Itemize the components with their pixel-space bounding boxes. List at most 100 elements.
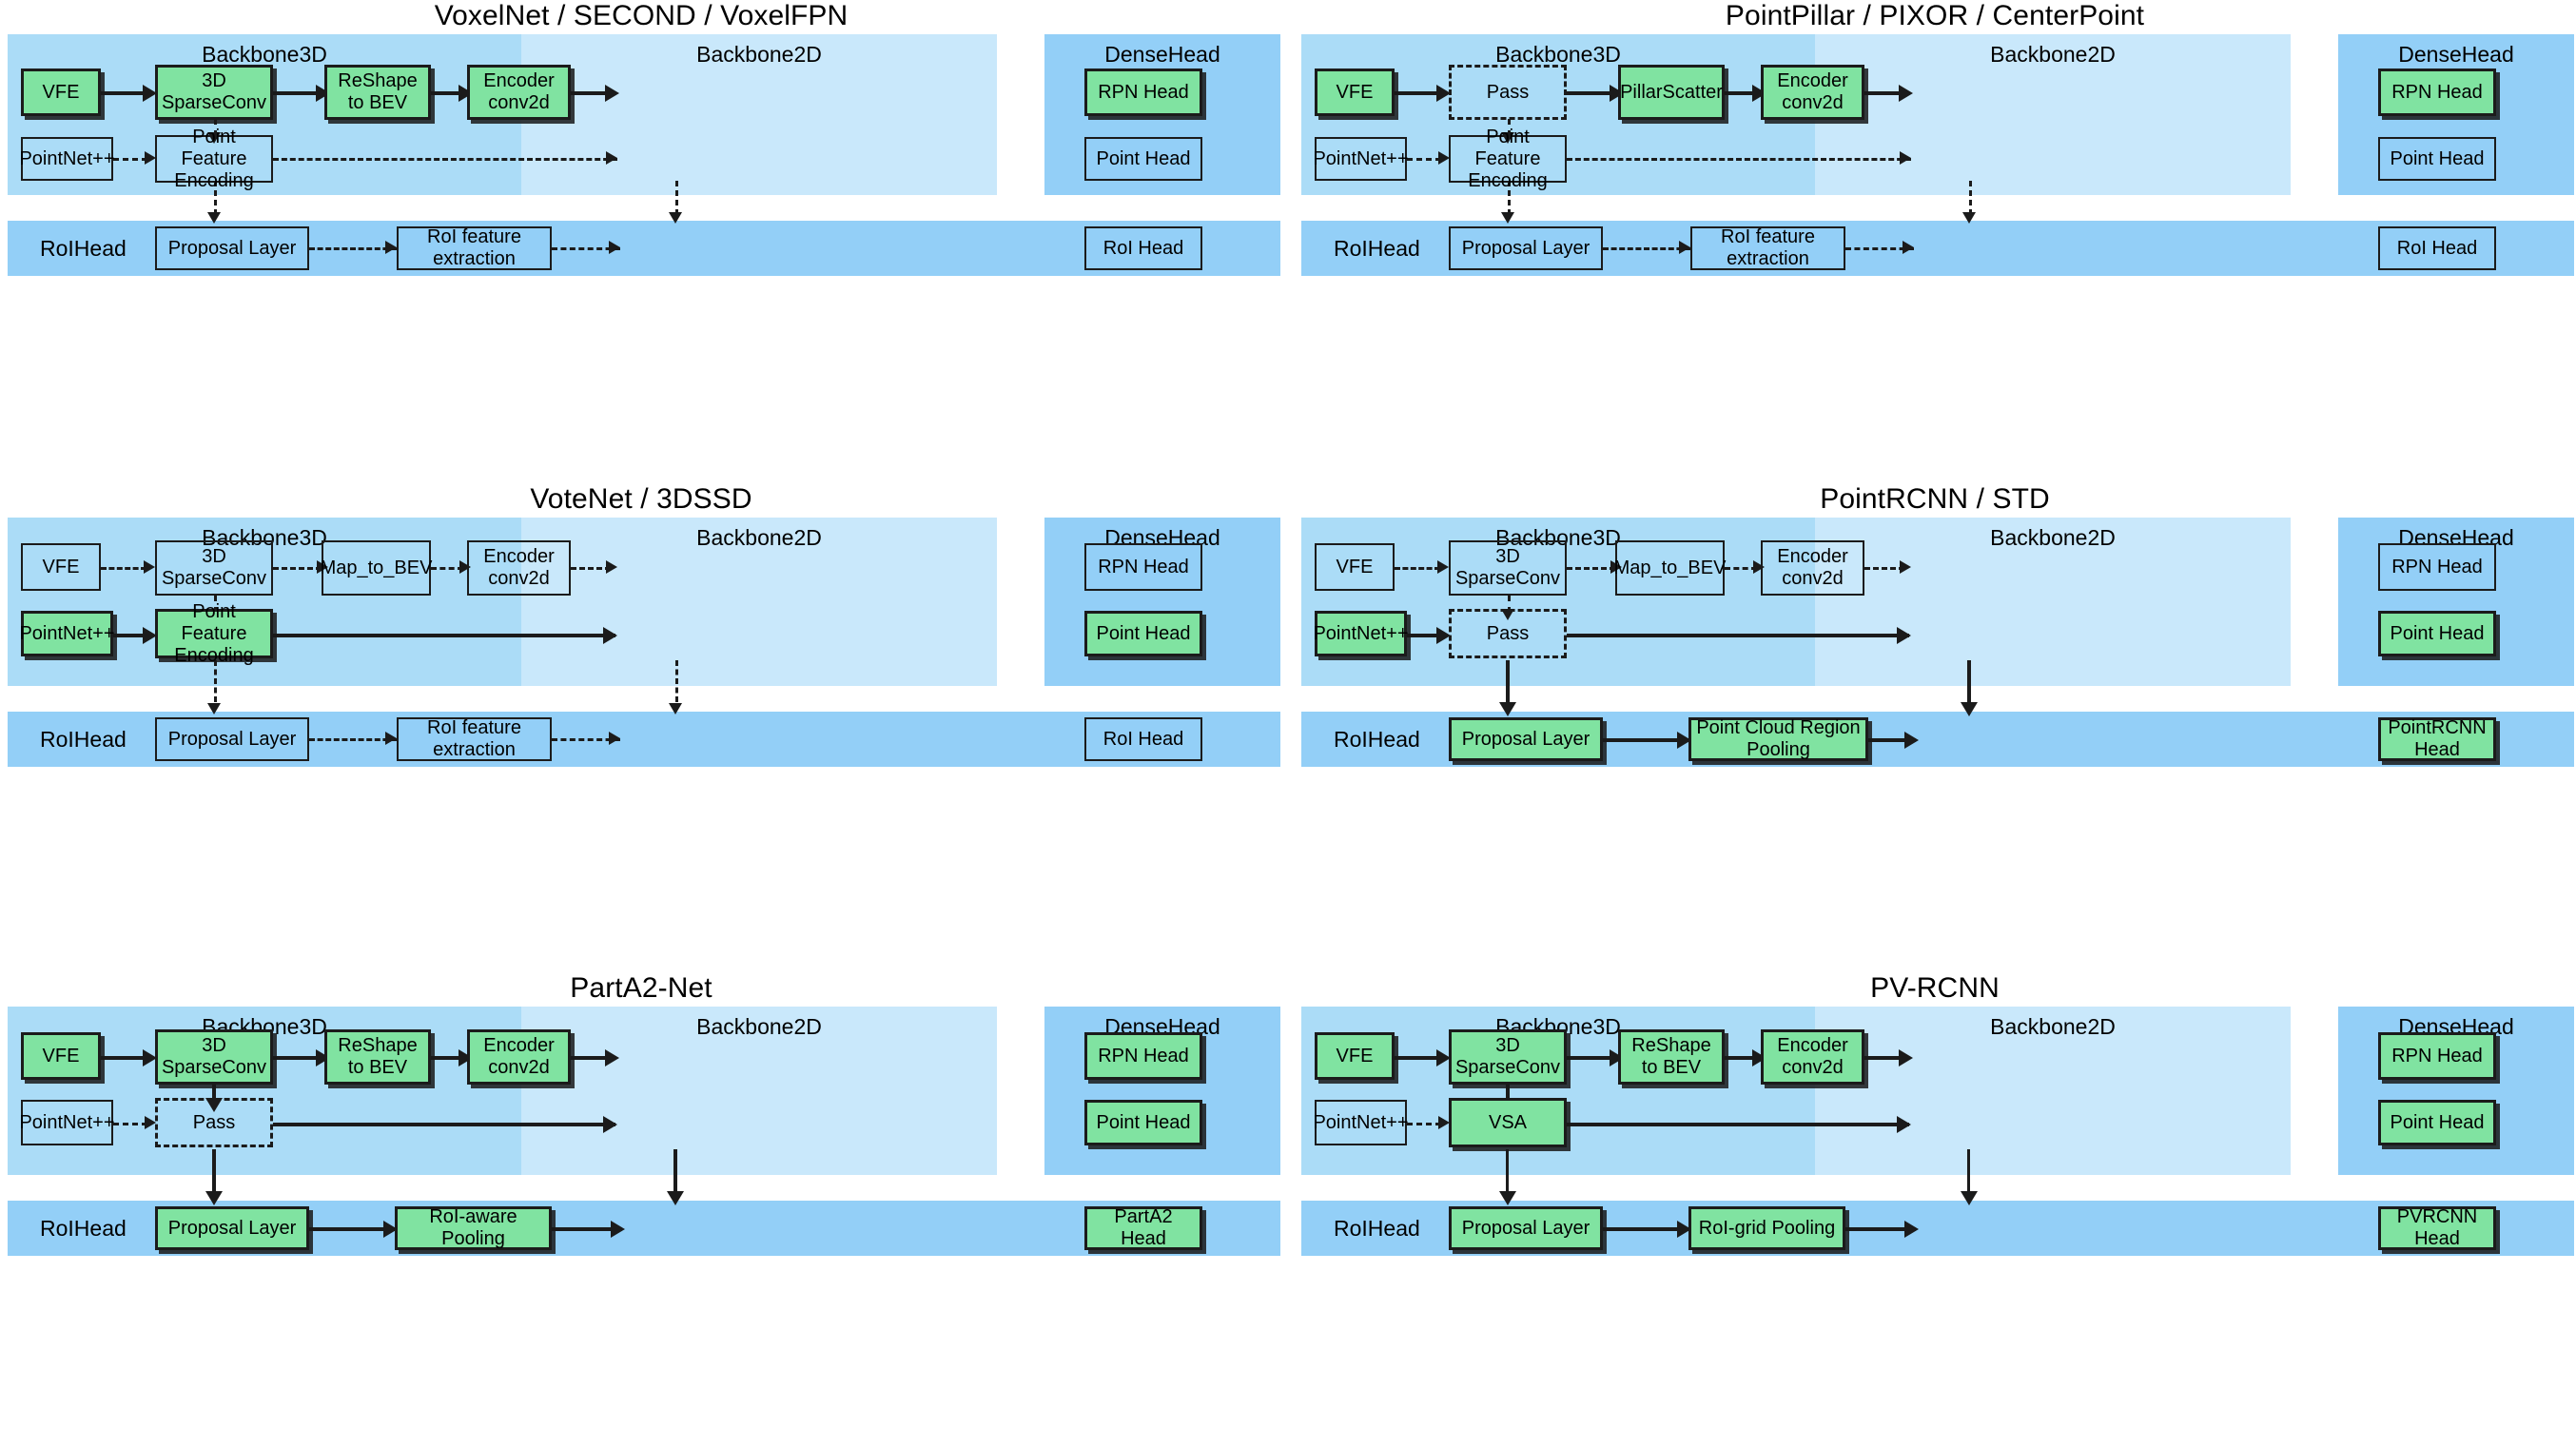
band-backbone2d: Backbone2D	[1815, 34, 2291, 195]
node-3d-sparseconv[interactable]: 3D SparseConv	[1449, 1029, 1567, 1085]
node-rpn-head[interactable]: RPN Head	[2378, 1032, 2496, 1080]
node-rpn-head[interactable]: RPN Head	[2378, 68, 2496, 116]
node-point-feature-encoding[interactable]: Point Feature Encoding	[155, 601, 273, 666]
node-roi-grid-pooling[interactable]: RoI-grid Pooling	[1688, 1206, 1845, 1250]
edge-pfe-to-proposal	[214, 181, 217, 215]
band-backbone2d: Backbone2D	[521, 518, 997, 686]
edge-sparse-to-vsa	[1506, 1085, 1510, 1104]
node-encoder-conv2d[interactable]: Encoder conv2d	[467, 540, 571, 596]
node-encoder-conv2d[interactable]: Encoder conv2d	[467, 1029, 571, 1085]
node-encoder-conv2d[interactable]: Encoder conv2d	[1761, 65, 1864, 120]
node-point-head[interactable]: Point Head	[2378, 611, 2496, 656]
panel-title: PointRCNN / STD	[1820, 483, 2050, 515]
edge-sparse-to-pass	[212, 1085, 216, 1104]
node-pointnet[interactable]: PointNet++	[1313, 1100, 1409, 1145]
node-rpn-head[interactable]: RPN Head	[2378, 543, 2496, 591]
node-map-to-bev[interactable]: Map_to_BEV	[1614, 540, 1726, 596]
node-reshape-to-bev[interactable]: ReShape to BEV	[1618, 1029, 1725, 1085]
node-vfe[interactable]: VFE	[1315, 1032, 1395, 1080]
edge-pass-to-pointhead	[273, 1123, 615, 1126]
node-pass[interactable]: Pass	[1449, 65, 1567, 120]
node-pointnet[interactable]: PointNet++	[19, 611, 115, 656]
edge-bev-to-encoder	[431, 91, 467, 95]
node-map-to-bev[interactable]: ReShape to BEV	[324, 65, 431, 120]
node-map-to-bev[interactable]: Map_to_BEV	[321, 540, 432, 596]
node-3d-sparseconv[interactable]: 3D SparseConv	[155, 540, 273, 596]
edge-vfe-to-sparse	[101, 1056, 149, 1060]
panel-title: PV-RCNN	[1870, 972, 2000, 1004]
arrowhead-vsa-to-pointhead	[1897, 1116, 1911, 1133]
node-rpn-head[interactable]: RPN Head	[1084, 1032, 1202, 1080]
panel-votenet: VoteNet / 3DSSD Backbone3D Backbone2D De…	[0, 483, 1282, 969]
node-rpn-head[interactable]: RPN Head	[1084, 68, 1202, 116]
node-roi-head[interactable]: RoI Head	[2378, 226, 2496, 270]
node-proposal-layer[interactable]: Proposal Layer	[1449, 1206, 1603, 1250]
arrowhead-pointnet-to-pfe	[143, 627, 157, 644]
node-proposal-layer[interactable]: Proposal Layer	[1449, 226, 1603, 270]
node-point-feature-encoding[interactable]: Point Feature Encoding	[1449, 127, 1567, 191]
node-pass[interactable]: Pass	[1449, 609, 1567, 658]
node-point-head[interactable]: Point Head	[1084, 611, 1202, 656]
band-label-roihead: RoIHead	[1334, 727, 1420, 752]
node-3d-sparseconv[interactable]: 3D SparseConv	[155, 65, 273, 120]
node-roi-aware-pooling[interactable]: RoI-aware Pooling	[395, 1206, 552, 1250]
node-pass[interactable]: Pass	[155, 1098, 273, 1147]
node-vfe[interactable]: VFE	[21, 68, 101, 116]
band-label-roihead: RoIHead	[40, 236, 127, 261]
edge-proposal-to-roiaware	[309, 1227, 395, 1231]
node-encoder-conv2d[interactable]: Encoder conv2d	[1761, 540, 1864, 596]
node-vsa[interactable]: VSA	[1449, 1098, 1567, 1147]
node-pillarscatter[interactable]: PillarScatter	[1618, 65, 1725, 120]
node-point-head[interactable]: Point Head	[1084, 1100, 1202, 1145]
edge-vfe-to-sparse	[1395, 1056, 1443, 1060]
node-3d-sparseconv[interactable]: 3D SparseConv	[155, 1029, 273, 1085]
arrowhead-roifeat-to-roihead	[1903, 241, 1914, 254]
edge-pillarscatter-to-encoder	[1725, 91, 1761, 95]
node-point-head[interactable]: Point Head	[1084, 137, 1202, 181]
edge-sparse-to-pfe	[214, 596, 217, 613]
node-reshape-to-bev[interactable]: ReShape to BEV	[324, 1029, 431, 1085]
node-rpn-head[interactable]: RPN Head	[1084, 543, 1202, 591]
node-pointnet[interactable]: PointNet++	[19, 1100, 115, 1145]
node-proposal-layer[interactable]: Proposal Layer	[155, 1206, 309, 1250]
edge-roiaware-to-parta2head	[552, 1227, 622, 1231]
edge-pfe-to-pointhead	[273, 634, 615, 637]
arrowhead-vsa-to-proposal	[1499, 1191, 1516, 1205]
node-vfe[interactable]: VFE	[21, 543, 101, 591]
arrowhead-proposal-to-roifeat	[385, 732, 397, 745]
node-encoder-conv2d[interactable]: Encoder conv2d	[1761, 1029, 1864, 1085]
node-vfe[interactable]: VFE	[21, 1032, 101, 1080]
arrowhead-roiaware-to-parta2head	[611, 1221, 625, 1238]
node-point-cloud-region-pooling[interactable]: Point Cloud Region Pooling	[1688, 717, 1868, 761]
node-vfe[interactable]: VFE	[1315, 68, 1395, 116]
node-roi-feature-extraction[interactable]: RoI feature extraction	[397, 226, 552, 270]
band-roihead: RoIHead	[8, 221, 1280, 276]
node-proposal-layer[interactable]: Proposal Layer	[155, 226, 309, 270]
edge-bev-to-encoder	[1725, 1056, 1761, 1060]
edge-pass-to-pfe	[1508, 119, 1511, 136]
node-pointnet[interactable]: PointNet++	[1313, 611, 1409, 656]
node-pointnet[interactable]: PointNet++	[19, 137, 115, 181]
node-pointrcnn-head[interactable]: PointRCNN Head	[2378, 717, 2496, 761]
arrowhead-pcrpooling-to-roihead	[1904, 732, 1919, 749]
node-point-head[interactable]: Point Head	[2378, 137, 2496, 181]
node-point-feature-encoding[interactable]: Point Feature Encoding	[155, 127, 273, 191]
arrowhead-proposal-to-pcrpooling	[1677, 732, 1691, 749]
node-pvrcnn-head[interactable]: PVRCNN Head	[2378, 1206, 2496, 1250]
edge-roifeat-to-roihead	[552, 247, 620, 250]
node-roi-head[interactable]: RoI Head	[1084, 717, 1202, 761]
node-roi-feature-extraction[interactable]: RoI feature extraction	[397, 717, 552, 761]
node-proposal-layer[interactable]: Proposal Layer	[1449, 717, 1603, 761]
node-parta2-head[interactable]: PartA2 Head	[1084, 1206, 1202, 1250]
node-3d-sparseconv[interactable]: 3D SparseConv	[1449, 540, 1567, 596]
node-pointnet[interactable]: PointNet++	[1313, 137, 1409, 181]
node-proposal-layer[interactable]: Proposal Layer	[155, 717, 309, 761]
edge-pointhead-to-roihead	[675, 660, 678, 702]
node-point-head[interactable]: Point Head	[2378, 1100, 2496, 1145]
arrowhead-sparse-to-pass	[1501, 609, 1514, 620]
node-roi-feature-extraction[interactable]: RoI feature extraction	[1690, 226, 1845, 270]
node-roi-head[interactable]: RoI Head	[1084, 226, 1202, 270]
arrowhead-proposal-to-roifeat	[385, 241, 397, 254]
node-vfe[interactable]: VFE	[1315, 543, 1395, 591]
node-encoder-conv2d[interactable]: Encoder conv2d	[467, 65, 571, 120]
